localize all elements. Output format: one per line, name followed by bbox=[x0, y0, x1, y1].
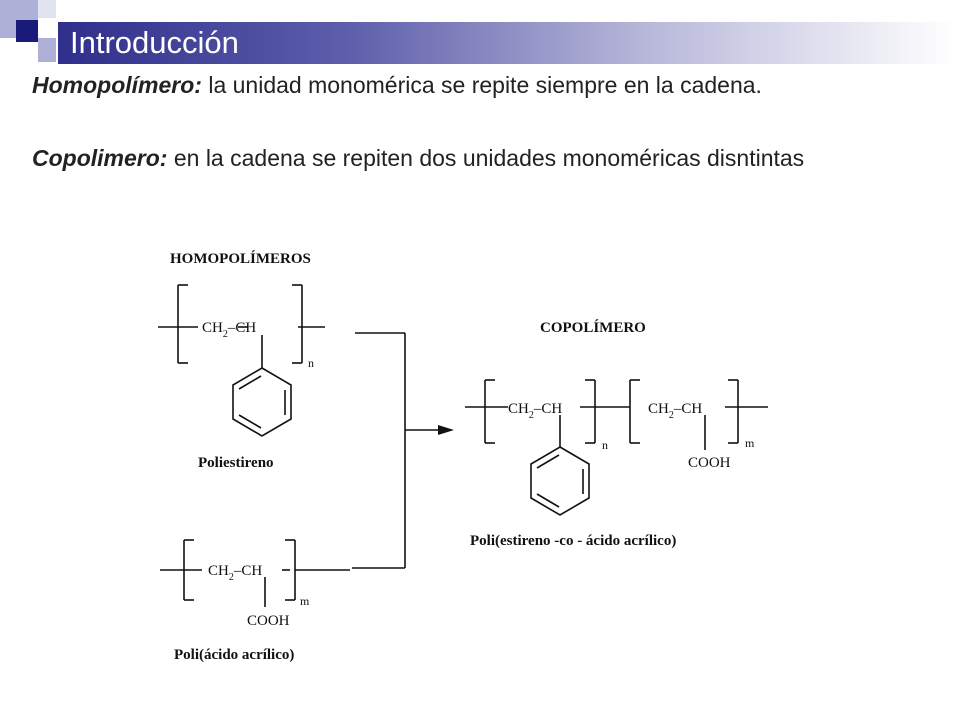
definition-homopolymer: la unidad monomérica se repite siempre e… bbox=[201, 72, 762, 98]
term-homopolymer: Homopolímero: bbox=[32, 72, 202, 98]
reaction-arrowhead-icon bbox=[438, 425, 454, 435]
polystyrene-index: n bbox=[308, 356, 314, 370]
polystyrene-structure bbox=[158, 284, 325, 437]
copolymer-unit2-ch2: CH2–CH bbox=[648, 401, 702, 421]
polystyrene-name: Poliestireno bbox=[198, 455, 274, 471]
term-copolymer: Copolimero: bbox=[32, 145, 168, 171]
copolymer-benzene-ring-icon bbox=[530, 446, 590, 516]
polyacrylic-name: Poli(ácido acrílico) bbox=[174, 647, 294, 663]
paragraph-copolymer: Copolimero: en la cadena se repiten dos … bbox=[32, 143, 928, 174]
paragraph-homopolymer: Homopolímero: la unidad monomérica se re… bbox=[32, 70, 928, 101]
polyacrylic-cooh: COOH bbox=[247, 613, 290, 629]
polyacrylic-structure bbox=[160, 539, 350, 607]
slide-title: Introducción bbox=[70, 25, 239, 60]
decor-square-small bbox=[38, 0, 56, 18]
decor-square-dark bbox=[16, 20, 38, 42]
polyacrylic-index: m bbox=[300, 594, 310, 608]
polymer-diagram-svg: HOMOPOLÍMEROS CH2–CH n Poliestireno CH2–… bbox=[158, 250, 768, 663]
copolymer-unit1-index: n bbox=[602, 438, 608, 452]
polystyrene-ch2: CH2–CH bbox=[202, 320, 256, 340]
reaction-connector bbox=[352, 332, 442, 569]
definition-copolymer: en la cadena se repiten dos unidades mon… bbox=[167, 145, 805, 171]
heading-homopolymers: HOMOPOLÍMEROS bbox=[170, 250, 311, 267]
copolymer-structure bbox=[465, 379, 768, 516]
copolymer-cooh: COOH bbox=[688, 455, 731, 471]
copolymer-unit2-index: m bbox=[745, 436, 755, 450]
decor-square-bottom bbox=[38, 38, 56, 62]
copolymer-unit1-ch2: CH2–CH bbox=[508, 401, 562, 421]
polyacrylic-ch2: CH2–CH bbox=[208, 563, 262, 583]
copolymer-name: Poli(estireno -co - ácido acrílico) bbox=[470, 533, 676, 549]
benzene-ring-icon bbox=[232, 367, 292, 437]
polymer-diagram: HOMOPOLÍMEROS CH2–CH n Poliestireno CH2–… bbox=[140, 235, 820, 675]
title-bar bbox=[58, 22, 955, 64]
heading-copolymer: COPOLÍMERO bbox=[540, 319, 646, 336]
